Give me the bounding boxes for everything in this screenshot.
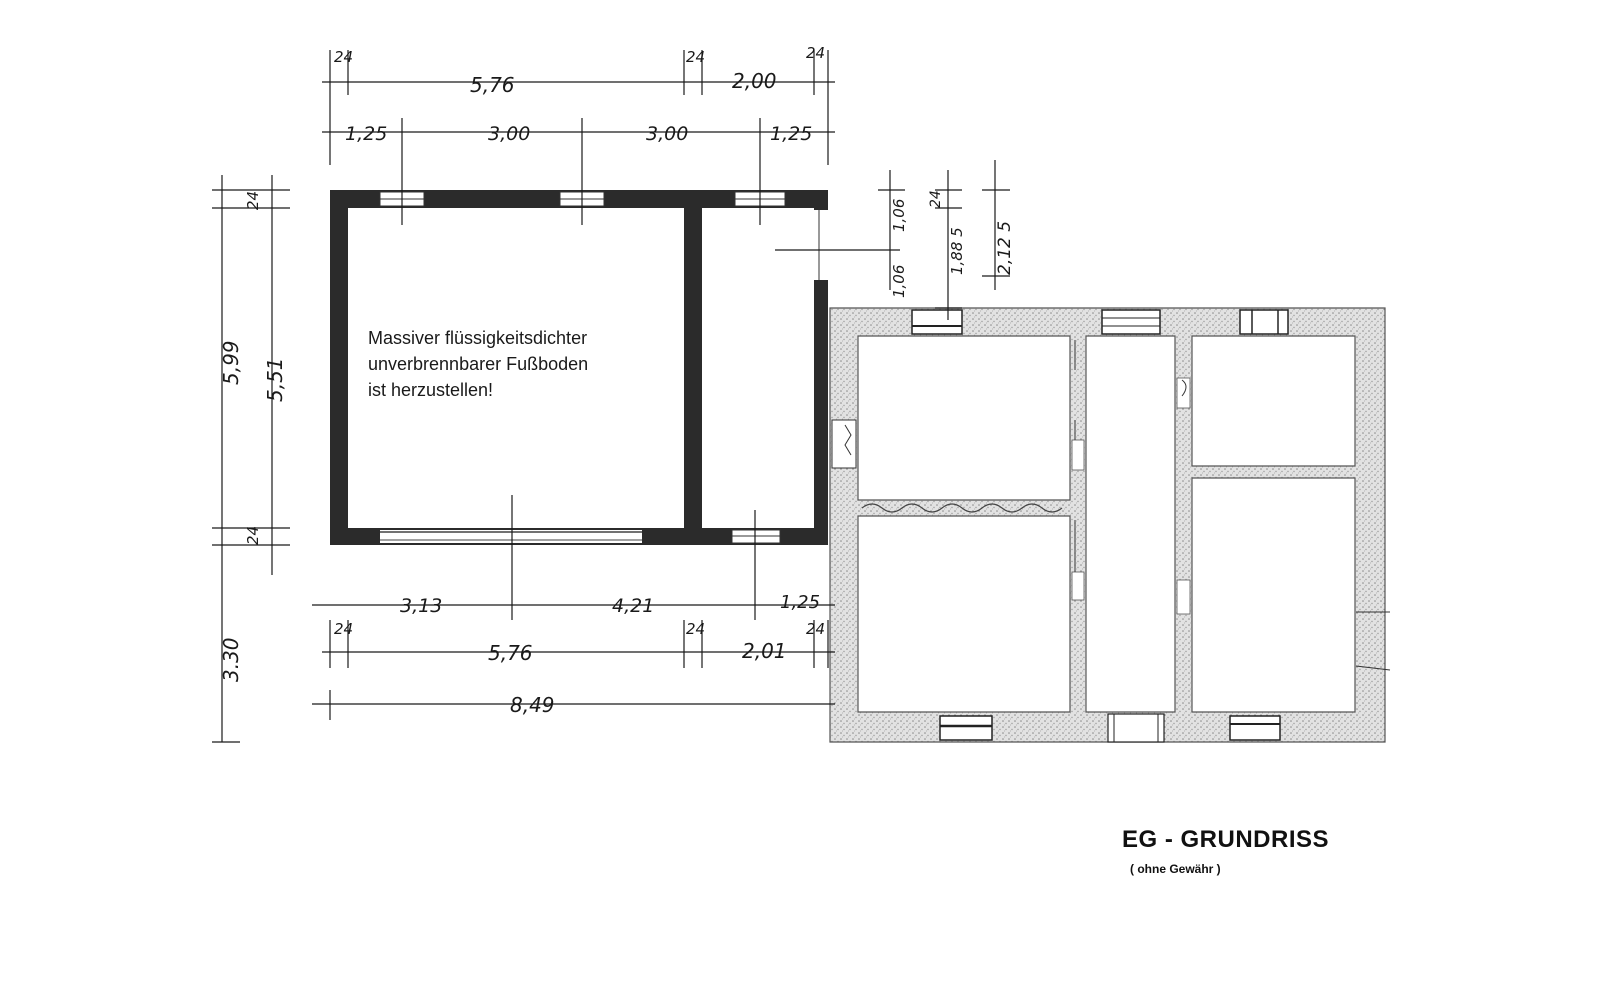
dim-bottom-421: 4,21 — [612, 595, 654, 617]
house-door-bottom — [1107, 713, 1165, 743]
dim-top-300-a: 3,00 — [488, 123, 530, 145]
dim-top-125-a: 1,25 — [345, 123, 387, 145]
dim-left-24-top: 24 — [244, 191, 262, 210]
title-block: EG - GRUNDRISS ( ohne Gewähr ) — [1122, 826, 1329, 876]
house-window-bottom-2 — [1229, 715, 1281, 741]
dim-left-551: 5,51 — [263, 357, 287, 402]
dim-bottom-201: 2,01 — [742, 639, 787, 663]
dim-top-24-a: 24 — [334, 48, 353, 66]
drawing-subtitle: ( ohne Gewähr ) — [1130, 862, 1221, 876]
dim-bottom-24-c: 24 — [806, 620, 825, 638]
dim-top-125-b: 1,25 — [770, 123, 812, 145]
house-building — [829, 307, 1391, 743]
note-line-1: Massiver flüssigkeitsdichter — [368, 328, 587, 348]
dim-left-599: 5,99 — [219, 340, 243, 385]
dim-bottom-24-b: 24 — [686, 620, 705, 638]
note-line-2: unverbrennbarer Fußboden — [368, 354, 588, 374]
dim-right-2125: 2,12 5 — [995, 221, 1015, 275]
dim-bottom-24-a: 24 — [334, 620, 353, 638]
house-side-opening — [831, 419, 857, 469]
dim-bottom-849: 8,49 — [510, 693, 555, 717]
drawing-title: EG - GRUNDRISS — [1122, 826, 1330, 853]
dimension-lines — [212, 50, 1010, 743]
side-opening — [814, 210, 828, 280]
garage-building — [330, 190, 828, 545]
dim-top-24-b: 24 — [686, 48, 705, 66]
house-outer-walls — [829, 307, 1386, 743]
dim-right-106-b: 1,06 — [890, 265, 908, 298]
floor-note: Massiver flüssigkeitsdichter unverbrennb… — [368, 328, 588, 400]
house-window-top-3 — [1239, 309, 1289, 335]
house-window-bottom-1 — [939, 715, 993, 741]
house-window-top-2 — [1101, 309, 1161, 335]
dim-top-300-b: 3,00 — [646, 123, 688, 145]
dim-top-24-c: 24 — [806, 44, 825, 62]
dim-left-24-bottom: 24 — [244, 526, 262, 545]
dimension-labels: 24 5,76 24 2,00 24 1,25 3,00 3,00 1,25 2… — [219, 44, 1015, 717]
dim-bottom-576: 5,76 — [488, 641, 533, 665]
dim-right-106-a: 1,06 — [890, 199, 908, 232]
dim-right-1885: 1,88 5 — [948, 227, 966, 275]
note-line-3: ist herzustellen! — [368, 380, 493, 400]
dim-bottom-313: 3,13 — [400, 595, 442, 617]
dim-top-200: 2,00 — [732, 69, 777, 93]
dim-top-576: 5,76 — [470, 73, 515, 97]
dim-right-24: 24 — [928, 190, 944, 208]
dim-left-330: 3.30 — [219, 637, 243, 682]
house-window-top-1 — [911, 309, 963, 335]
dim-bottom-125: 1,25 — [780, 592, 820, 613]
wall-scribble — [861, 503, 1063, 513]
